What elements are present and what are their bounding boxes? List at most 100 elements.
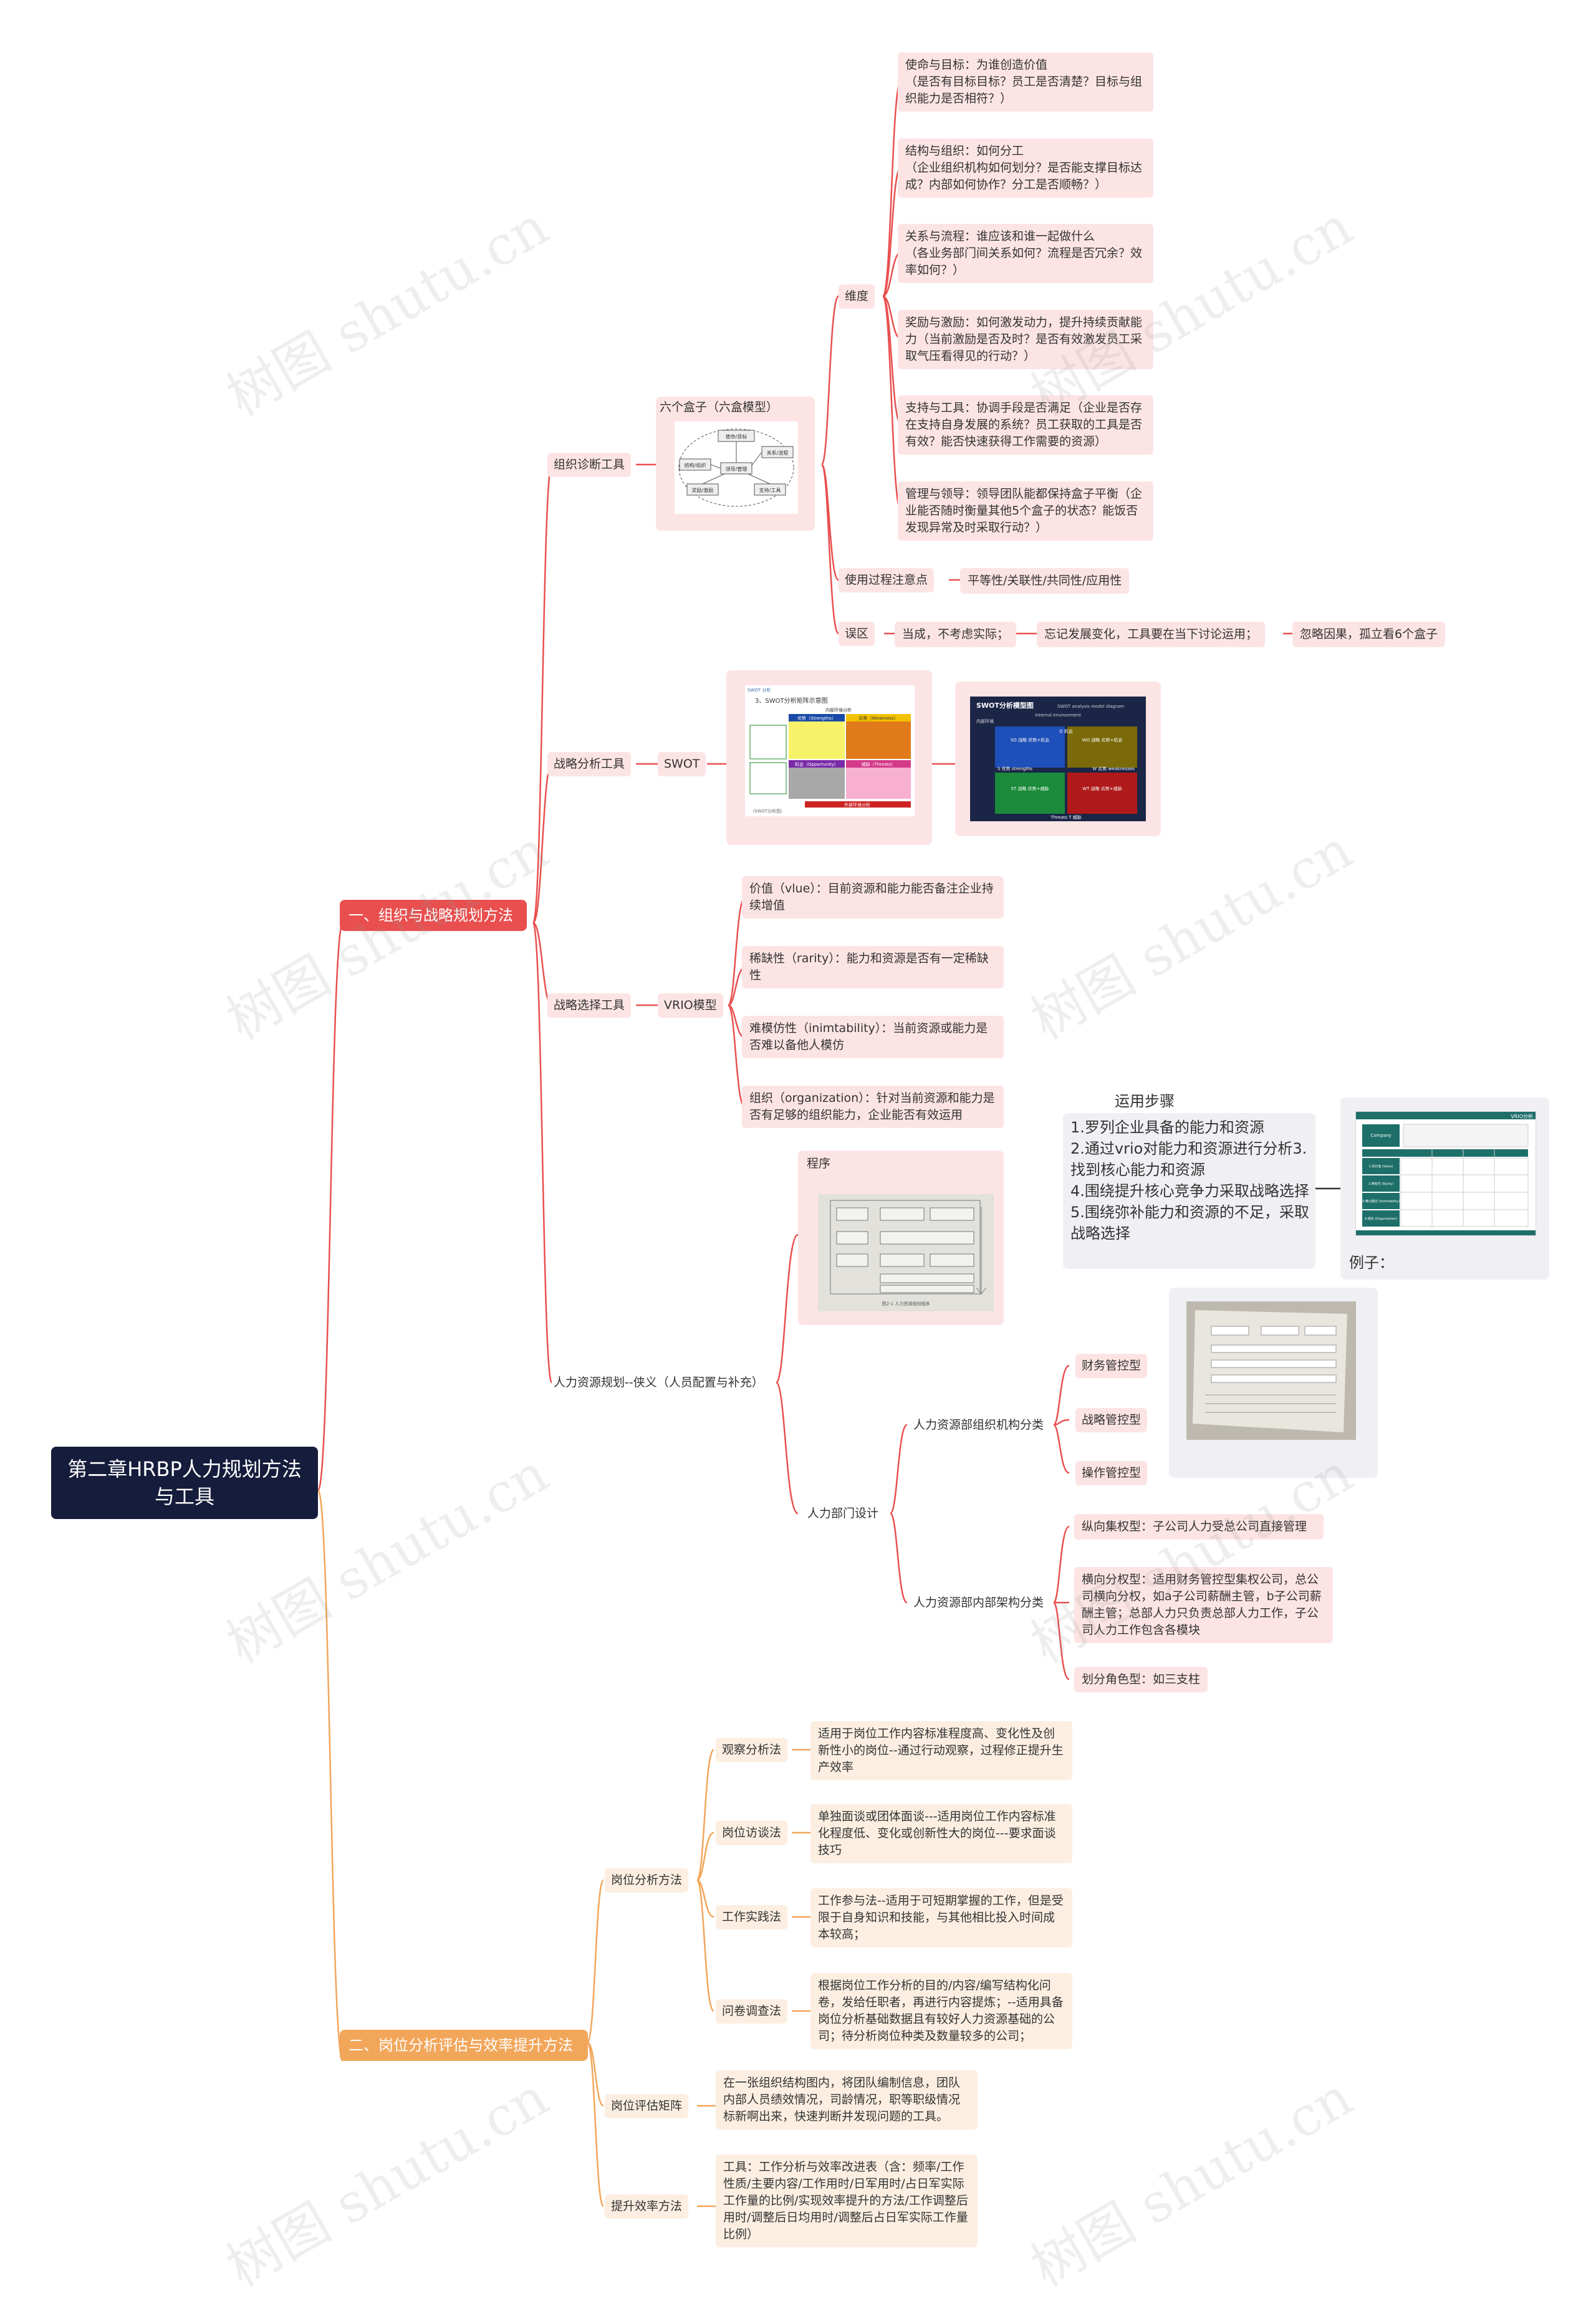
method-desc-0[interactable]: 适用于岗位工作内容标准程度高、变化性及创新性小的岗位--通过行动观察，过程修正提… — [810, 1721, 1072, 1780]
six-box-panel[interactable]: 六个盒子（六盒模型） 使命/目标 结构/组织 关系/流程 奖励/激励 支持/工具… — [656, 397, 815, 531]
example-row-2: 3.难以模仿 (Inimitability) — [1362, 1199, 1400, 1204]
node-strategy-choice[interactable]: 战略选择工具 — [547, 993, 632, 1018]
swot1-footer: （SWOT分析图） — [750, 808, 785, 814]
steps-title: 运用步骤 — [1115, 1093, 1175, 1110]
vrio-item-0[interactable]: 价值（vlue）：目前资源和能力能否备注企业持续增值 — [742, 876, 1004, 919]
internal-class-item-2[interactable]: 划分角色型：如三支柱 — [1074, 1667, 1208, 1692]
org-class-photo — [1186, 1301, 1356, 1440]
swot2-strengths: S 优势 strengths — [998, 766, 1032, 771]
example-table-title: VRIO分析 — [1511, 1113, 1533, 1119]
swot2-wt: WT 战略 劣势+威胁 — [1082, 786, 1122, 791]
mistake-item-2[interactable]: 忽略因果，孤立看6个盒子 — [1292, 622, 1446, 647]
node-job-eval[interactable]: 岗位评估矩阵 — [605, 2094, 689, 2118]
swot1-inner: 内部环境分析 — [825, 707, 852, 713]
dimension-item-0[interactable]: 使命与目标：为谁创造价值 （是否有目标目标？员工是否清楚？目标与组织能力是否相符… — [898, 52, 1153, 112]
dimension-item-1[interactable]: 结构与组织：如何分工 （企业组织机构如何划分？是否能支撑目标达成？内部如何协作？… — [898, 138, 1153, 198]
swot2-opportunity: O 机会 — [1059, 728, 1073, 734]
dimension-item-4[interactable]: 支持与工具：协调手段是否满足（企业是否存在支持自身发展的系统？员工获取的工具是否… — [898, 395, 1153, 455]
method-desc-2[interactable]: 工作参与法--适用于可短期掌握的工作，但是受限于自身知识和技能，与其他相比投入时… — [810, 1888, 1072, 1947]
method-name-0[interactable]: 观察分析法 — [716, 1738, 788, 1762]
method-name-3[interactable]: 问卷调查法 — [716, 1999, 788, 2024]
swot2-so: SO 战略 优势+机会 — [1011, 737, 1049, 743]
vrio-item-3[interactable]: 组织（organization）：针对当前资源和能力是否有足够的组织能力，企业能… — [742, 1086, 1004, 1128]
efficiency-desc[interactable]: 工具：工作分析与效率改进表（含：频率/工作性质/主要内容/工作用时/日军用时/占… — [716, 2154, 978, 2247]
node-swot[interactable]: SWOT — [658, 752, 706, 776]
swot1-outer: 外部环境分析 — [844, 802, 870, 808]
swot2-title: SWOT分析模型图 — [976, 701, 1034, 710]
method-name-2[interactable]: 工作实践法 — [716, 1905, 788, 1929]
program-caption: 图2-1 人力资源规划程序 — [882, 1301, 930, 1306]
swot-image-panel-1[interactable]: SWOT 分析 3、SWOT分析矩阵示意图 内部环境分析 优势（Strength… — [726, 670, 932, 845]
swot2-st: ST 战略 优势+威胁 — [1011, 786, 1049, 791]
root-node[interactable]: 第二章HRBP人力规划方法与工具 — [51, 1447, 318, 1519]
swot2-inner: 内部环境 — [976, 718, 994, 724]
example-row-3: 4.组织 (Organization) — [1365, 1217, 1397, 1221]
node-internal-class[interactable]: 人力资源部内部架构分类 — [913, 1596, 1044, 1609]
method-desc-3[interactable]: 根据岗位工作分析的目的/内容/编写结构化问卷，发给任职者，再进行内容提炼；--适… — [810, 1973, 1072, 2049]
six-box-label-5: 领导/管理 — [726, 466, 748, 472]
node-dimension[interactable]: 维度 — [839, 284, 875, 309]
method-name-1[interactable]: 岗位访谈法 — [716, 1821, 788, 1845]
line-root-branch1 — [317, 922, 344, 1492]
six-box-label-2: 关系/流程 — [767, 450, 789, 456]
branch-job-analysis[interactable]: 二、岗位分析评估与效率提升方法 — [340, 2030, 588, 2061]
node-process-notes[interactable]: 使用过程注意点 — [839, 568, 935, 592]
node-mistakes[interactable]: 误区 — [839, 622, 875, 646]
method-desc-1[interactable]: 单独面谈或团体面谈---适用岗位工作内容标准化程度低、变化或创新性大的岗位---… — [810, 1804, 1072, 1863]
node-vrio[interactable]: VRIO模型 — [658, 993, 723, 1018]
dimension-item-5[interactable]: 管理与领导：领导团队能都保持盒子平衡（企业能否随时衡量其他5个盒子的状态？能饭否… — [898, 481, 1153, 541]
example-label: 例子： — [1349, 1254, 1394, 1271]
example-row-1: 2.稀有性 (Rarity) — [1368, 1182, 1393, 1186]
node-org-diagnosis[interactable]: 组织诊断工具 — [547, 453, 632, 477]
swot-image-panel-2[interactable]: SWOT分析模型图 SWOT analysis model diagram In… — [955, 682, 1161, 836]
swot2-wo: WO 战略 劣势+机会 — [1082, 737, 1123, 743]
swot1-t: 威胁（Threats） — [862, 761, 895, 767]
example-panel[interactable]: VRIO分析 Company 1.有价值 (Value) 2.稀有性 (Rari… — [1340, 1097, 1549, 1280]
example-row-0: 1.有价值 (Value) — [1369, 1164, 1393, 1169]
vrio-item-2[interactable]: 难模仿性（inimtability）：当前资源或能力是否难以备他人模仿 — [742, 1016, 1004, 1058]
org-class-item-2[interactable]: 操作管控型 — [1075, 1461, 1148, 1485]
node-hr-planning[interactable]: 人力资源规划--侠义（人员配置与补充） — [554, 1376, 764, 1389]
six-box-label-4: 支持/工具 — [759, 487, 781, 493]
swot-matrix-image: SWOT 分析 3、SWOT分析矩阵示意图 内部环境分析 优势（Strength… — [745, 685, 915, 816]
job-eval-desc[interactable]: 在一张组织结构图内，将团队编制信息，团队内部人员绩效情况，司龄情况，职等职级情况… — [716, 2070, 978, 2130]
steps-panel[interactable]: 1.罗列企业具备的能力和资源 2.通过vrio对能力和资源进行分析3.找到核心能… — [1063, 1113, 1315, 1269]
line-root-branch2 — [317, 1489, 344, 2062]
six-box-label-1: 结构/组织 — [685, 462, 706, 468]
mistake-item-0[interactable]: 当成，不考虑实际； — [895, 622, 1017, 647]
node-dept-design[interactable]: 人力部门设计 — [807, 1507, 879, 1520]
swot-model-image: SWOT分析模型图 SWOT analysis model diagram In… — [970, 697, 1146, 821]
swot2-weaknesses: W 劣势 weaknesses — [1092, 766, 1135, 771]
node-job-analysis[interactable]: 岗位分析方法 — [605, 1868, 689, 1893]
six-box-title: 六个盒子（六盒模型） — [660, 400, 779, 414]
swot1-s: 优势（Strengths） — [797, 715, 836, 721]
program-title: 程序 — [807, 1157, 831, 1170]
six-box-label-0: 使命/目标 — [726, 433, 748, 440]
mistake-item-1[interactable]: 忘记发展变化，工具要在当下讨论运用； — [1037, 622, 1266, 647]
node-org-class[interactable]: 人力资源部组织机构分类 — [913, 1418, 1044, 1432]
branch-org-strategy[interactable]: 一、组织与战略规划方法 — [340, 900, 527, 931]
six-box-label-3: 奖励/激励 — [692, 487, 714, 493]
program-image: 图2-1 人力资源规划程序 — [818, 1194, 994, 1311]
org-class-item-1[interactable]: 战略管控型 — [1075, 1408, 1148, 1432]
example-col1: Company — [1370, 1133, 1391, 1138]
program-panel[interactable]: 程序 图2-1 人力资源规划程序 — [798, 1150, 1004, 1325]
process-notes-value[interactable]: 平等性/关联性/共同性/应用性 — [960, 568, 1130, 594]
node-strategy-analysis[interactable]: 战略分析工具 — [547, 752, 632, 776]
internal-class-item-1[interactable]: 横向分权型：适用财务管控型集权公司，总公司横向分权，如a子公司薪酬主管，b子公司… — [1074, 1567, 1333, 1643]
swot1-header: SWOT 分析 — [748, 687, 771, 693]
vrio-item-1[interactable]: 稀缺性（rarity）：能力和资源是否有一定稀缺性 — [742, 946, 1004, 988]
internal-class-item-0[interactable]: 纵向集权型：子公司人力受总公司直接管理 — [1074, 1514, 1324, 1540]
dimension-item-2[interactable]: 关系与流程：谁应该和谁一起做什么 （各业务部门间关系如何？流程是否冗余？效率如何… — [898, 224, 1153, 283]
org-class-photo-panel[interactable] — [1169, 1288, 1378, 1478]
swot1-w: 劣势（Weakness） — [858, 715, 898, 721]
org-class-item-0[interactable]: 财务管控型 — [1075, 1354, 1148, 1378]
swot2-env: Internal environment — [1035, 713, 1081, 718]
swot1-heading: 3、SWOT分析矩阵示意图 — [755, 697, 828, 705]
steps-text: 1.罗列企业具备的能力和资源 2.通过vrio对能力和资源进行分析3.找到核心能… — [1070, 1119, 1309, 1242]
swot2-subtitle: SWOT analysis model diagram — [1057, 704, 1124, 709]
dimension-item-3[interactable]: 奖励与激励：如何激发动力，提升持续贡献能力（当前激励是否及时？是否有效激发员工采… — [898, 310, 1153, 369]
node-efficiency[interactable]: 提升效率方法 — [605, 2194, 689, 2219]
